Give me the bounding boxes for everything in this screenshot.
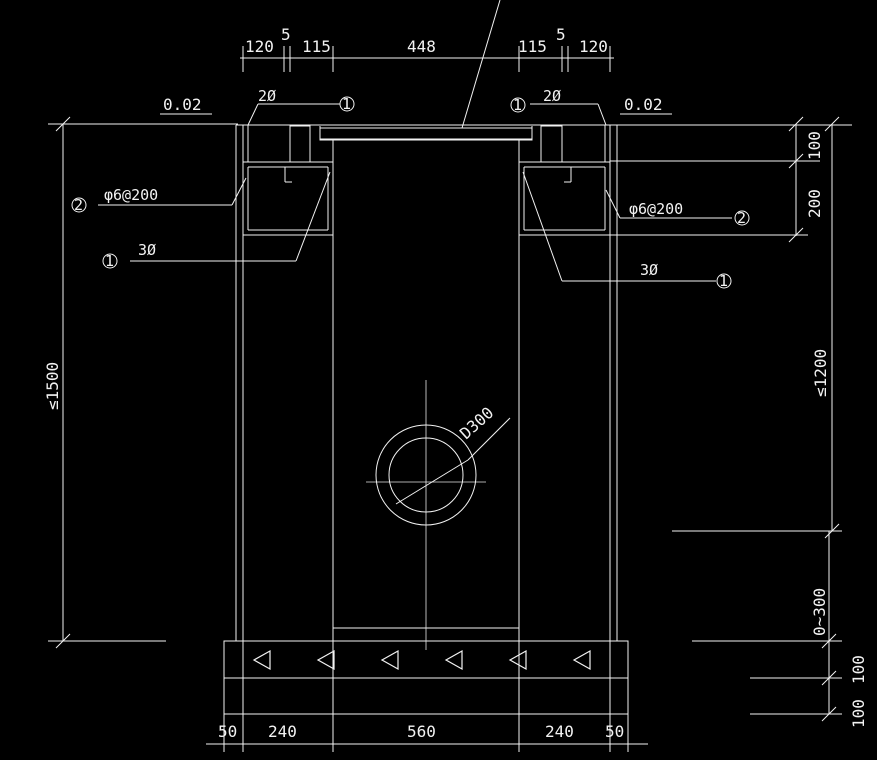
dim-top-120-left: 120 [245,37,274,56]
dim-right-100-top: 100 [805,131,824,160]
marker-1-right: 1 [719,272,728,290]
base-triangle [444,649,463,671]
dim-top-120-right: 120 [579,37,608,56]
base-triangle [572,649,591,671]
dim-right-0-300: 0~300 [810,588,829,636]
cover-leader [461,0,501,129]
dim-bottom-50-left: 50 [218,722,237,741]
base-triangle [508,649,527,671]
marker-1-top-left: 1 [342,95,351,113]
base-triangle [316,649,335,671]
marker-1-left: 1 [105,252,114,270]
dim-bottom-240-right: 240 [545,722,574,741]
dim-right-100-mid: 100 [849,655,868,684]
ground-lines [48,123,852,715]
marker-2-right: 2 [737,209,746,227]
dim-top-5-left: 5 [281,25,291,44]
dim-top-5-right: 5 [556,25,566,44]
marker-1-top-right: 1 [513,96,522,114]
stirrup-right: φ6@200 [629,200,683,218]
dim-top-115-right: 115 [518,37,547,56]
cover-assembly [289,125,563,163]
base-triangle [252,649,271,671]
dim-right-200: 200 [805,189,824,218]
dim-bottom-50-right: 50 [605,722,624,741]
right-dimensions: 100 200 ≤1200 0~300 100 100 [788,116,868,728]
dim-bottom-560: 560 [407,722,436,741]
level-left: 0.02 [163,95,202,114]
marker-2-left: 2 [74,196,83,214]
bottom-dimensions: 50 240 560 240 50 [206,641,648,752]
rebar-annotations-left: 2Ø 1 2 φ6@200 1 3Ø [71,87,355,270]
stirrup-left: φ6@200 [104,186,158,204]
dim-left-1500: ≤1500 [43,362,62,410]
base-slab [223,640,629,715]
pipe: D300 [366,380,511,650]
rebar-annotations-right: 1 2Ø φ6@200 2 3Ø 1 [510,87,750,290]
dim-top-115-left: 115 [302,37,331,56]
rebar-top-right: 2Ø [543,87,561,105]
base-triangles [252,649,591,671]
level-right: 0.02 [624,95,663,114]
level-marks: 0.02 0.02 [160,95,672,115]
dim-right-100-bottom: 100 [849,699,868,728]
base-triangle [380,649,399,671]
left-dimension: ≤1500 [43,116,71,649]
rebar-bottom-left: 3Ø [138,241,156,259]
dim-top-448: 448 [407,37,436,56]
top-dimensions: 120 5 115 448 115 5 120 [240,25,614,72]
dim-bottom-240-left: 240 [268,722,297,741]
rebar-bottom-right: 3Ø [640,261,658,279]
rebar-top-left: 2Ø [258,87,276,105]
dim-right-1200: ≤1200 [811,349,830,397]
